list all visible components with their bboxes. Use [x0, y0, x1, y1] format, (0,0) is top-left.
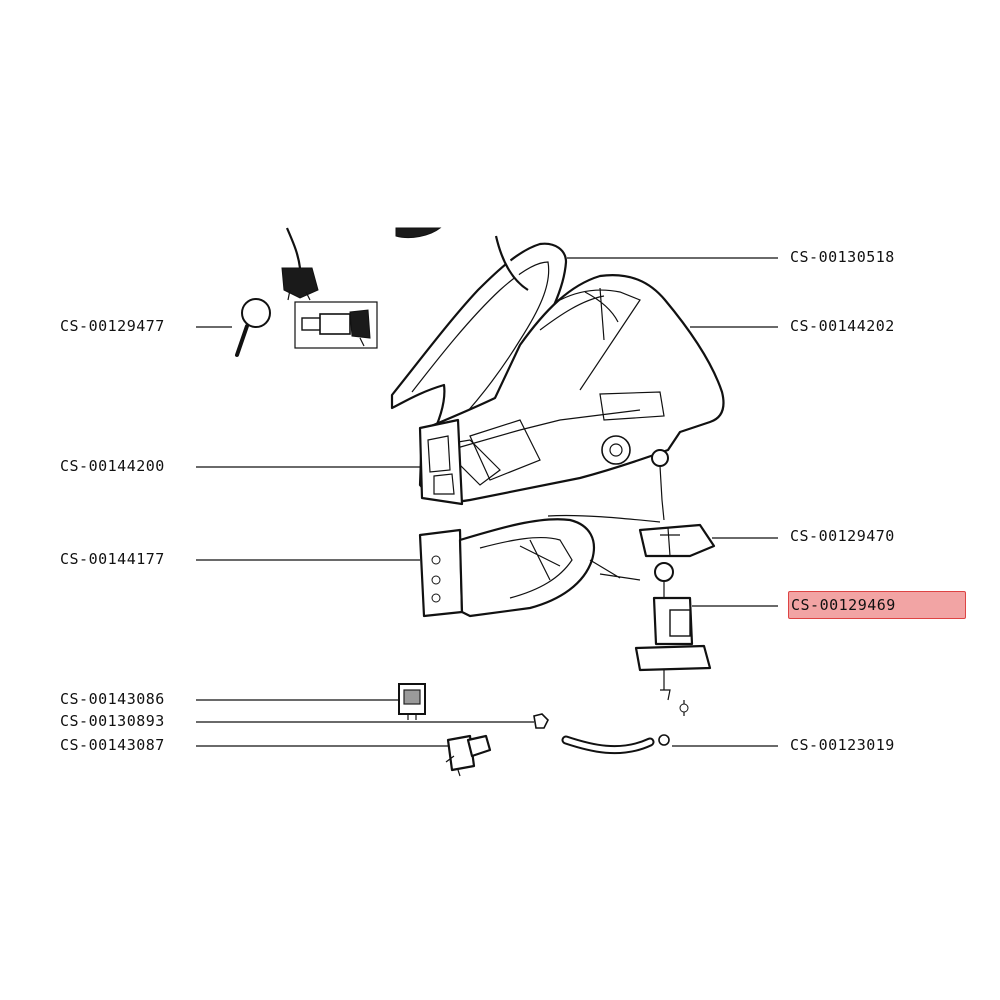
part-label-cs-00130893[interactable]: CS-00130893: [60, 712, 165, 730]
part-label-cs-00129477[interactable]: CS-00129477: [60, 317, 165, 335]
hose-part: [561, 734, 670, 755]
connector-detail-box: [294, 301, 378, 349]
part-label-cs-00123019[interactable]: CS-00123019: [790, 736, 895, 754]
main-shell-part: [418, 274, 725, 503]
part-label-cs-00129470[interactable]: CS-00129470: [790, 527, 895, 545]
valve-part: [445, 734, 492, 777]
leader-lines: [196, 257, 778, 747]
part-label-cs-00129469-selected[interactable]: CS-00129469: [788, 591, 966, 619]
part-label-cs-00143086[interactable]: CS-00143086: [60, 690, 165, 708]
power-cord-drawing: [281, 227, 442, 301]
part-label-cs-00143087[interactable]: CS-00143087: [60, 736, 165, 754]
part-label-cs-00144200[interactable]: CS-00144200: [60, 457, 165, 475]
front-panel-part: [418, 418, 541, 506]
pump-assembly-part: [634, 449, 716, 716]
part-label-cs-00130518[interactable]: CS-00130518: [790, 248, 895, 266]
nut-part: [533, 713, 549, 729]
internal-bracket-part: [418, 514, 661, 618]
part-label-cs-00144202[interactable]: CS-00144202: [790, 317, 895, 335]
switch-part: [398, 683, 426, 720]
part-label-cs-00144177[interactable]: CS-00144177: [60, 550, 165, 568]
magnifier-icon: [235, 298, 271, 357]
